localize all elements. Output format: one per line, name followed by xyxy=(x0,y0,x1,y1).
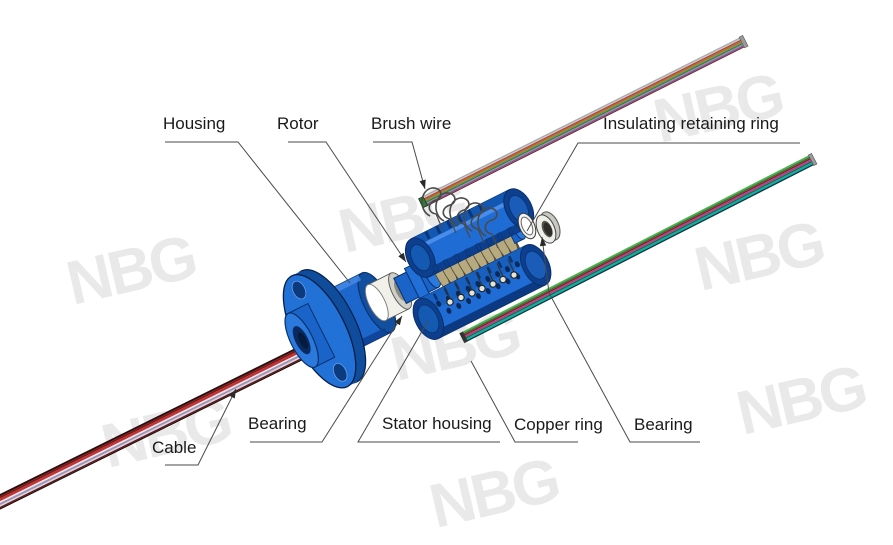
shell-teeth xyxy=(432,222,524,273)
right-bearing xyxy=(535,211,561,244)
cable-cut-end xyxy=(459,331,468,344)
leader-bearing-right xyxy=(541,236,700,443)
bolt-hole xyxy=(291,280,307,300)
cable-cut-end xyxy=(738,34,749,49)
cable-bottom-left xyxy=(0,345,308,511)
bolt-hole xyxy=(332,363,348,382)
cable-bottom-right xyxy=(459,152,818,344)
label-bearing-right: Bearing xyxy=(634,415,693,434)
insulating-retaining-ring xyxy=(517,212,537,240)
leader-stator-housing xyxy=(357,320,500,443)
leader-rotor xyxy=(288,141,407,263)
cable-cut-end xyxy=(807,152,818,167)
label-brush-wire: Brush wire xyxy=(371,114,452,133)
label-bearing-left: Bearing xyxy=(248,414,307,433)
label-insulating-ring: Insulating retaining ring xyxy=(603,114,779,133)
leader-bearing-left xyxy=(250,315,403,443)
leader-copper-ring xyxy=(470,360,578,443)
leader-housing xyxy=(165,141,351,284)
leader-insulating-ring xyxy=(526,142,800,232)
slip-ring-diagram-page: { "watermark": { "text": "NBG", "color":… xyxy=(0,34,872,542)
leader-arrowheads xyxy=(229,179,547,399)
leader-lines xyxy=(165,141,800,466)
leader-brush-wire xyxy=(373,141,426,190)
brush-contact-loops xyxy=(443,258,518,306)
rotor-assembly xyxy=(282,214,527,389)
label-stator-housing: Stator housing xyxy=(382,414,492,433)
brush-wire-springs xyxy=(421,187,499,249)
label-housing: Housing xyxy=(163,114,226,133)
cable-green-tip xyxy=(418,196,428,209)
label-rotor: Rotor xyxy=(277,114,319,133)
leader-cable xyxy=(165,388,237,466)
label-copper-ring: Copper ring xyxy=(514,415,603,434)
flange xyxy=(282,269,367,389)
slip-ring-exploded-view xyxy=(0,34,818,511)
cable-top-ribbon xyxy=(418,34,749,209)
label-cable: Cable xyxy=(152,438,197,457)
